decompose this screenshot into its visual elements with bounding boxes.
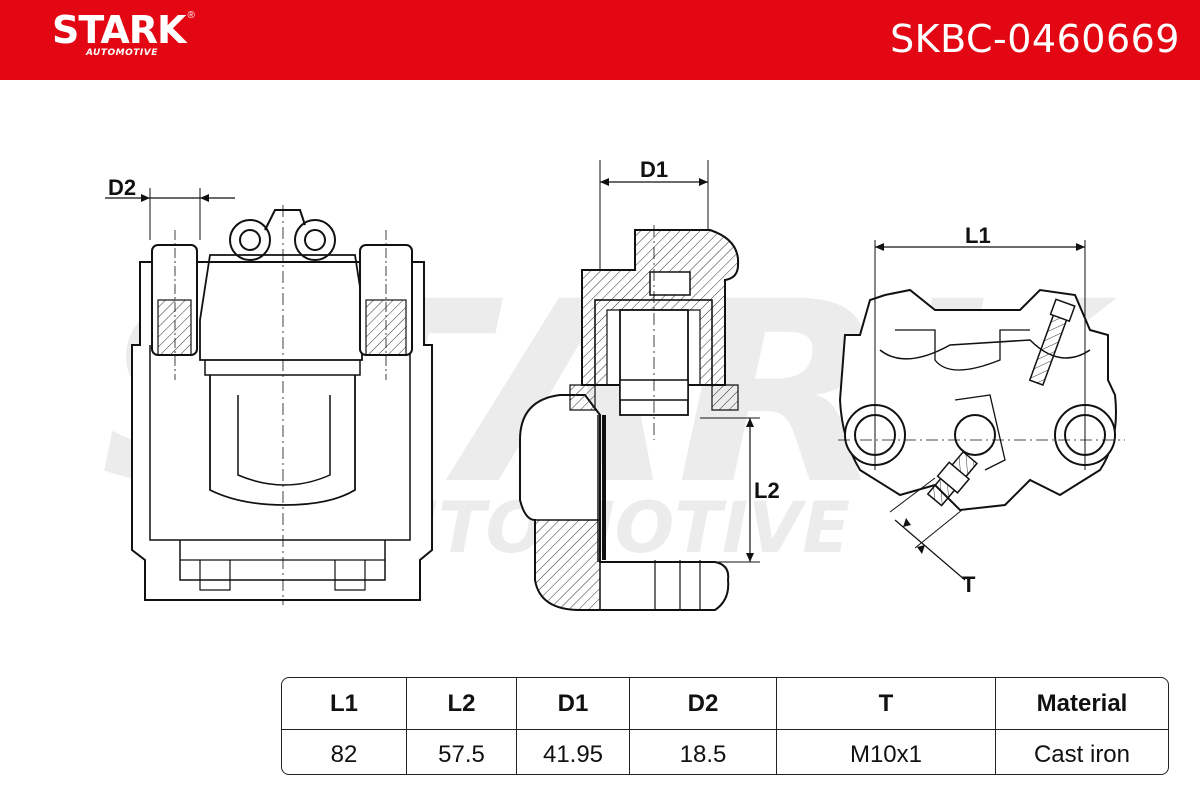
header-t: T [776, 678, 996, 730]
brake-line-connector [926, 450, 979, 507]
logo-text: STARK [52, 8, 186, 52]
specs-header-row: L1 L2 D1 D2 T Material [282, 678, 1168, 730]
bleed-screw [1028, 298, 1076, 386]
value-l1: 82 [282, 729, 407, 774]
value-t: M10x1 [776, 729, 996, 774]
rear-view [838, 240, 1125, 581]
logo-subtitle: AUTOMOTIVE [86, 48, 158, 58]
header-bar: STARK® AUTOMOTIVE SKBC-0460669 [0, 0, 1200, 80]
value-material: Cast iron [1033, 740, 1131, 768]
specs-value-row: 82 57.5 41.95 18.5 M10x1 Cast iron [282, 729, 1168, 774]
value-d1: 41.95 [516, 729, 630, 774]
label-d2: D2 [108, 175, 136, 200]
front-view [105, 188, 433, 605]
header-l1: L1 [282, 678, 407, 730]
registered-mark: ® [187, 10, 195, 21]
label-t: T [962, 572, 976, 597]
stark-logo: STARK® AUTOMOTIVE [52, 8, 195, 58]
label-l1: L1 [965, 223, 991, 248]
side-section-view [519, 160, 760, 611]
value-l2: 57.5 [406, 729, 517, 774]
specs-table: L1 L2 D1 D2 T Material 82 57.5 41.95 18.… [281, 677, 1169, 775]
value-d2: 18.5 [629, 729, 777, 774]
technical-drawing: D2 D1 L2 [105, 157, 1125, 611]
header-l2: L2 [406, 678, 517, 730]
header-d2: D2 [629, 678, 777, 730]
label-l2: L2 [754, 478, 780, 503]
part-number: SKBC-0460669 [890, 17, 1180, 61]
header-d1: D1 [516, 678, 630, 730]
header-material: Material [995, 678, 1168, 730]
label-d1: D1 [640, 157, 668, 182]
